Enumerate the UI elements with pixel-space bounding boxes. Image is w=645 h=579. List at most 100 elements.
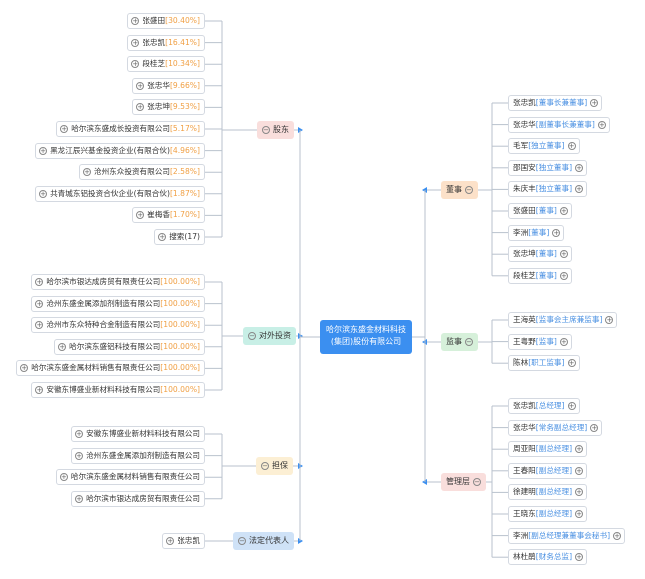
shareholders-node[interactable]: +黑龙江辰兴基金投资企业(有限合伙)[4.96%] [35,142,205,159]
shareholders-node[interactable]: +搜索(17) [154,229,205,245]
expand-plus-icon[interactable]: + [575,185,584,194]
expand-plus-icon[interactable]: + [590,423,599,432]
expand-plus-icon[interactable]: + [605,316,614,324]
collapse-minus-icon[interactable]: − [261,462,269,470]
investments-node[interactable]: +沧州市东众特种合金制造有限公司[100.00%] [31,317,205,334]
expand-plus-icon[interactable]: + [75,494,84,503]
collapse-minus-icon[interactable]: − [262,126,270,134]
expand-plus-icon[interactable]: + [131,60,140,69]
management-node[interactable]: 林杜鹃[财务总监]+ [508,549,588,566]
shareholders-node[interactable]: +张忠坤[9.53%] [132,99,205,116]
expand-plus-icon[interactable]: + [75,430,84,438]
investments-node[interactable]: +哈尔滨东盛金属材料销售有限责任公司[100.00%] [16,360,205,377]
management-node[interactable]: 王晓东[副总经理]+ [508,506,588,522]
expand-plus-icon[interactable]: + [575,163,584,172]
expand-plus-icon[interactable]: + [158,233,167,241]
expand-plus-icon[interactable]: + [575,466,584,475]
expand-plus-icon[interactable]: + [559,271,568,280]
expand-plus-icon[interactable]: + [131,38,140,47]
expand-plus-icon[interactable]: + [567,359,576,368]
investments-node[interactable]: +安徽东博盛业新材料科技有限公司[100.00%] [31,382,205,398]
investments-node-label: 沧州东盛金属添加剂制造有限公司 [46,298,161,308]
collapse-minus-icon[interactable]: − [238,537,246,545]
supervisors-node[interactable]: 陈林[职工监事]+ [508,355,580,372]
management-node[interactable]: 张忠华[常务副总经理]+ [508,419,603,436]
category-management[interactable]: 管理层− [441,473,486,491]
management-node[interactable]: 徐建明[副总经理]+ [508,484,588,501]
expand-plus-icon[interactable]: + [136,81,145,90]
category-board[interactable]: 董事− [441,181,478,199]
expand-plus-icon[interactable]: + [552,228,561,237]
management-node[interactable]: 王春阳[副总经理]+ [508,462,588,479]
board-node[interactable]: 张盛田[董事]+ [508,203,572,219]
root-company-node[interactable]: 哈尔滨东盛金材料科技 (集团)股份有限公司 [320,320,412,354]
board-node[interactable]: 朱庆丰[独立董事]+ [508,181,588,198]
expand-plus-icon[interactable]: + [83,168,91,177]
investments-node[interactable]: +哈尔滨市银达成房贸有限责任公司[100.00%] [31,274,205,290]
board-node[interactable]: 邵国安[独立董事]+ [508,159,588,176]
guarantees-node[interactable]: +哈尔滨市银达成房贸有限责任公司 [71,490,205,507]
shareholders-node[interactable]: +共青城东铝投资合伙企业(有限合伙)[1.87%] [35,185,205,202]
supervisors-node[interactable]: 王粤野[监事]+ [508,333,572,350]
board-node[interactable]: 张忠坤[董事]+ [508,246,572,263]
board-node[interactable]: 张忠凯[董事长兼董事]+ [508,95,603,111]
expand-plus-icon[interactable]: + [597,120,606,129]
category-investments[interactable]: −对外投资 [243,327,296,345]
expand-plus-icon[interactable]: + [59,473,68,482]
expand-plus-icon[interactable]: + [567,142,576,151]
expand-plus-icon[interactable]: + [136,103,145,112]
category-guarantees[interactable]: −担保 [256,457,293,475]
expand-plus-icon[interactable]: + [35,321,44,330]
expand-plus-icon[interactable]: + [166,537,175,545]
expand-plus-icon[interactable]: + [58,342,67,351]
category-supervisors[interactable]: 监事− [441,333,478,351]
category-legal-rep[interactable]: −法定代表人 [233,532,294,550]
expand-plus-icon[interactable]: + [575,488,584,497]
expand-plus-icon[interactable]: + [559,337,568,346]
shareholders-node[interactable]: +张忠华[9.66%] [132,77,205,94]
management-node[interactable]: 张忠凯[总经理]+ [508,398,580,414]
shareholders-node[interactable]: +哈尔滨东盛成长投资有限公司[5.17%] [56,121,205,137]
expand-plus-icon[interactable]: + [131,17,140,25]
expand-plus-icon[interactable]: + [35,299,44,308]
investments-node[interactable]: +哈尔滨东盛铝科技有限公司[100.00%] [54,338,205,355]
expand-plus-icon[interactable]: + [567,402,576,410]
management-node[interactable]: 李洲[副总经理兼董事会秘书]+ [508,527,626,544]
investments-node[interactable]: +沧州东盛金属添加剂制造有限公司[100.00%] [31,295,205,312]
shareholders-node[interactable]: +张盛田[30.40%] [127,13,205,29]
board-node[interactable]: 张忠华[副董事长兼董事]+ [508,116,610,133]
legal-rep-node[interactable]: +张忠凯 [162,533,205,549]
collapse-minus-icon[interactable]: − [465,186,473,194]
expand-plus-icon[interactable]: + [20,364,29,373]
collapse-minus-icon[interactable]: − [248,332,256,340]
expand-plus-icon[interactable]: + [35,278,44,286]
management-node[interactable]: 周亚阳[副总经理]+ [508,441,588,458]
expand-plus-icon[interactable]: + [60,125,69,133]
expand-plus-icon[interactable]: + [575,445,584,454]
expand-plus-icon[interactable]: + [75,451,84,460]
expand-plus-icon[interactable]: + [590,99,599,107]
guarantees-node[interactable]: +安徽东博盛业新材料科技有限公司 [71,426,205,442]
guarantees-node[interactable]: +沧州东盛金属添加剂制造有限公司 [71,447,205,464]
shareholders-node[interactable]: +段桂芝[10.34%] [127,56,205,73]
expand-plus-icon[interactable]: + [35,386,44,394]
shareholders-node[interactable]: +崔梅香[1.70%] [132,207,205,224]
expand-plus-icon[interactable]: + [136,211,145,220]
guarantees-node[interactable]: +哈尔滨东盛金属材料销售有限责任公司 [55,469,205,486]
board-node[interactable]: 李洲[董事]+ [508,224,565,241]
expand-plus-icon[interactable]: + [575,553,584,562]
shareholders-node[interactable]: +张忠凯[16.41%] [127,34,205,51]
supervisors-node[interactable]: 王海英[监事会主席兼监事]+ [508,312,618,328]
shareholders-node[interactable]: +沧州东众投资有限公司[2.58%] [79,164,205,181]
board-node[interactable]: 段桂芝[董事]+ [508,267,572,284]
expand-plus-icon[interactable]: + [39,146,48,155]
collapse-minus-icon[interactable]: − [465,338,473,346]
expand-plus-icon[interactable]: + [559,207,568,215]
expand-plus-icon[interactable]: + [559,250,568,259]
collapse-minus-icon[interactable]: − [473,478,481,486]
expand-plus-icon[interactable]: + [39,189,48,198]
board-node[interactable]: 毛军[独立董事]+ [508,138,580,155]
expand-plus-icon[interactable]: + [575,510,584,518]
expand-plus-icon[interactable]: + [613,531,622,540]
category-shareholders[interactable]: −股东 [257,121,294,139]
